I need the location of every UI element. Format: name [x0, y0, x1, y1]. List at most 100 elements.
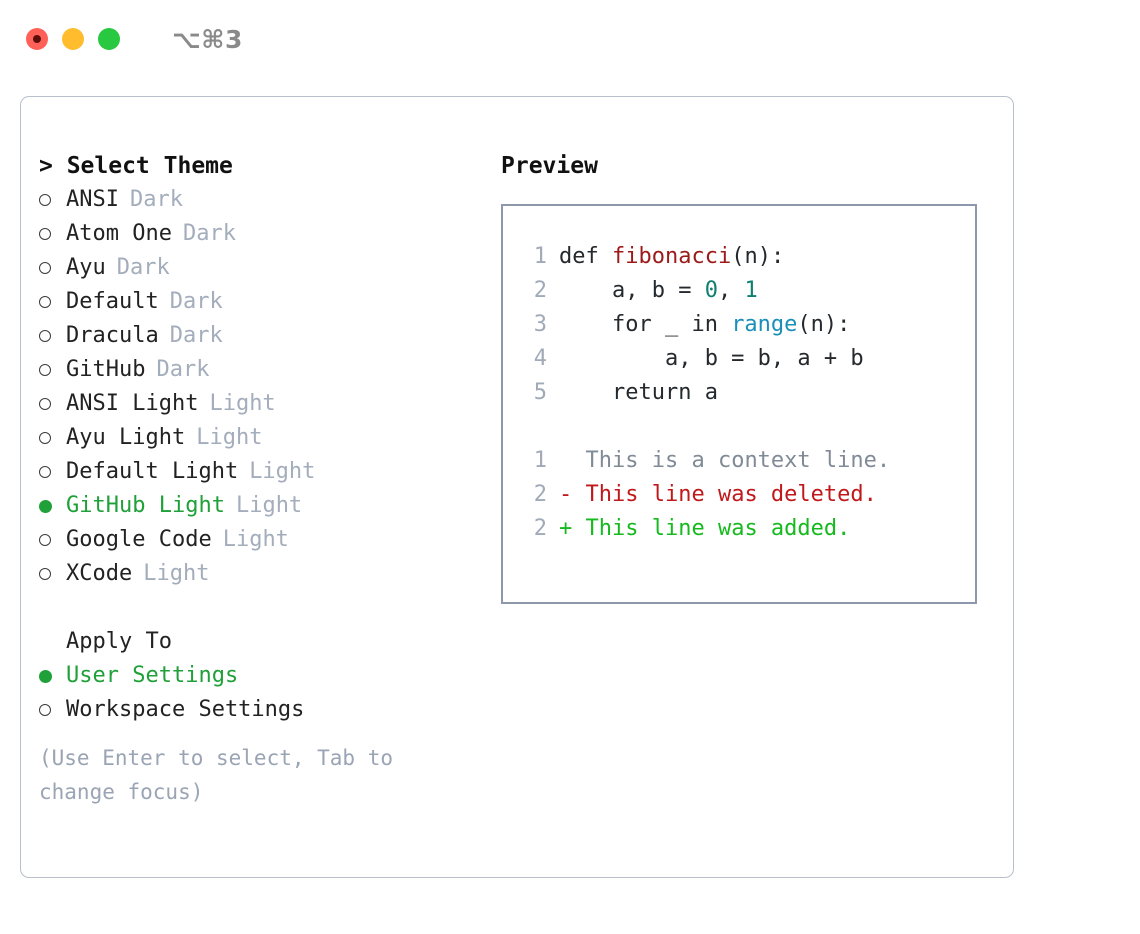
theme-option-xcode[interactable]: XCode Light — [39, 557, 489, 591]
radio-unselected-icon — [39, 262, 61, 274]
preview-panel: 1 def fibonacci(n): 2 a, b = 0, 1 3 for … — [501, 204, 977, 604]
diff-prefix: - — [559, 482, 586, 507]
code-token: a, b = — [559, 278, 705, 303]
code-token: a, b = b, a + b — [559, 346, 864, 371]
radio-unselected-icon — [39, 194, 61, 206]
radio-unselected-icon — [39, 228, 61, 240]
radio-unselected-icon — [39, 704, 61, 716]
code-token: , — [717, 278, 745, 303]
theme-option-ansi-dark[interactable]: ANSI Dark — [39, 183, 489, 217]
theme-option-dracula-dark[interactable]: Dracula Dark — [39, 319, 489, 353]
apply-to-workspace-settings[interactable]: Workspace Settings — [39, 693, 489, 727]
code-token: return a — [559, 380, 718, 405]
diff-text: This is a context line. — [585, 448, 891, 473]
theme-option-tag: Light — [196, 425, 263, 450]
diff-prefix: + — [559, 516, 586, 541]
close-button[interactable] — [26, 28, 48, 50]
theme-option-ayu-dark[interactable]: Ayu Dark — [39, 251, 489, 285]
line-number: 2 — [533, 516, 547, 541]
line-number: 2 — [533, 482, 547, 507]
theme-option-tag: Dark — [129, 187, 183, 212]
radio-unselected-icon — [39, 432, 61, 444]
theme-option-list: ANSI Dark Atom One Dark Ayu Dark — [39, 183, 489, 591]
code-line: 1 def fibonacci(n): — [503, 240, 975, 274]
keyboard-shortcut-label: ⌥⌘3 — [172, 24, 243, 54]
apply-to-title: Apply To — [66, 629, 172, 654]
radio-selected-icon — [39, 669, 61, 683]
code-token: (n): — [731, 244, 785, 269]
diff-line-deleted: 2 - This line was deleted. — [503, 478, 975, 512]
code-line: 3 for _ in range(n): — [503, 308, 975, 342]
theme-option-tag: Light — [209, 391, 276, 416]
title-bar: ⌥⌘3 — [0, 0, 1140, 78]
theme-option-tag: Dark — [156, 357, 210, 382]
code-token-number: 0 — [704, 278, 718, 303]
radio-unselected-icon — [39, 364, 61, 376]
theme-option-tag: Light — [222, 527, 289, 552]
apply-to-label: User Settings — [66, 663, 239, 688]
theme-option-label: Dracula — [66, 323, 159, 348]
theme-option-label: Atom One — [66, 221, 172, 246]
theme-option-label: Ayu — [66, 255, 106, 280]
theme-option-label: ANSI — [66, 187, 119, 212]
line-number: 2 — [533, 278, 547, 303]
code-token-number: 1 — [744, 278, 758, 303]
keyboard-hint-text: (Use Enter to select, Tab to change focu… — [39, 746, 394, 804]
line-number: 5 — [533, 380, 547, 405]
theme-option-tag: Light — [143, 561, 210, 586]
code-token-function: fibonacci — [611, 244, 732, 269]
radio-unselected-icon — [39, 330, 61, 342]
code-token-call: range — [731, 312, 798, 337]
minimize-button[interactable] — [62, 28, 84, 50]
theme-option-default-light[interactable]: Default Light Light — [39, 455, 489, 489]
theme-option-label: XCode — [66, 561, 133, 586]
radio-unselected-icon — [39, 296, 61, 308]
content-frame: > Select Theme ANSI Dark Atom One Dark — [20, 96, 1014, 878]
maximize-button[interactable] — [98, 28, 120, 50]
code-line: 4 a, b = b, a + b — [503, 342, 975, 376]
theme-option-google-code[interactable]: Google Code Light — [39, 523, 489, 557]
theme-option-github-light[interactable]: GitHub Light Light — [39, 489, 489, 523]
theme-option-label: Ayu Light — [66, 425, 186, 450]
code-line: 5 return a — [503, 376, 975, 410]
diff-text: This line was added. — [585, 516, 851, 541]
theme-option-label: GitHub — [66, 357, 146, 382]
theme-picker-panel: > Select Theme ANSI Dark Atom One Dark — [39, 149, 489, 809]
code-token: (n): — [797, 312, 851, 337]
line-number: 1 — [533, 244, 547, 269]
diff-line-context: 1 This is a context line. — [503, 444, 975, 478]
line-number: 3 — [533, 312, 547, 337]
preview-panel-wrapper: Preview 1 def fibonacci(n): 2 a, b = 0, … — [501, 149, 1001, 604]
theme-option-ayu-light[interactable]: Ayu Light Light — [39, 421, 489, 455]
theme-option-label: GitHub Light — [66, 493, 225, 518]
theme-option-label: Google Code — [66, 527, 212, 552]
theme-option-ansi-light[interactable]: ANSI Light Light — [39, 387, 489, 421]
theme-option-default-dark[interactable]: Default Dark — [39, 285, 489, 319]
radio-unselected-icon — [39, 466, 61, 478]
theme-option-tag: Dark — [116, 255, 170, 280]
diff-prefix — [559, 444, 586, 478]
radio-unselected-icon — [39, 568, 61, 580]
radio-unselected-icon — [39, 398, 61, 410]
radio-unselected-icon — [39, 534, 61, 546]
line-number: 1 — [533, 448, 547, 473]
theme-option-tag: Dark — [182, 221, 236, 246]
line-number: 4 — [533, 346, 547, 371]
code-line: 2 a, b = 0, 1 — [503, 274, 975, 308]
apply-to-group: Apply To User Settings Workspace Setting… — [39, 625, 489, 727]
theme-option-github-dark[interactable]: GitHub Dark — [39, 353, 489, 387]
code-blank-line — [503, 410, 975, 444]
preview-title: Preview — [501, 153, 598, 179]
apply-to-user-settings[interactable]: User Settings — [39, 659, 489, 693]
diff-text: This line was deleted. — [585, 482, 877, 507]
list-spacer — [39, 591, 489, 625]
theme-option-label: Default — [66, 289, 159, 314]
theme-option-tag: Light — [249, 459, 316, 484]
theme-option-atom-one-dark[interactable]: Atom One Dark — [39, 217, 489, 251]
theme-option-tag: Light — [235, 493, 303, 518]
theme-option-tag: Dark — [169, 323, 223, 348]
theme-option-tag: Dark — [169, 289, 223, 314]
code-token: for _ in — [559, 312, 732, 337]
theme-option-label: ANSI Light — [66, 391, 199, 416]
